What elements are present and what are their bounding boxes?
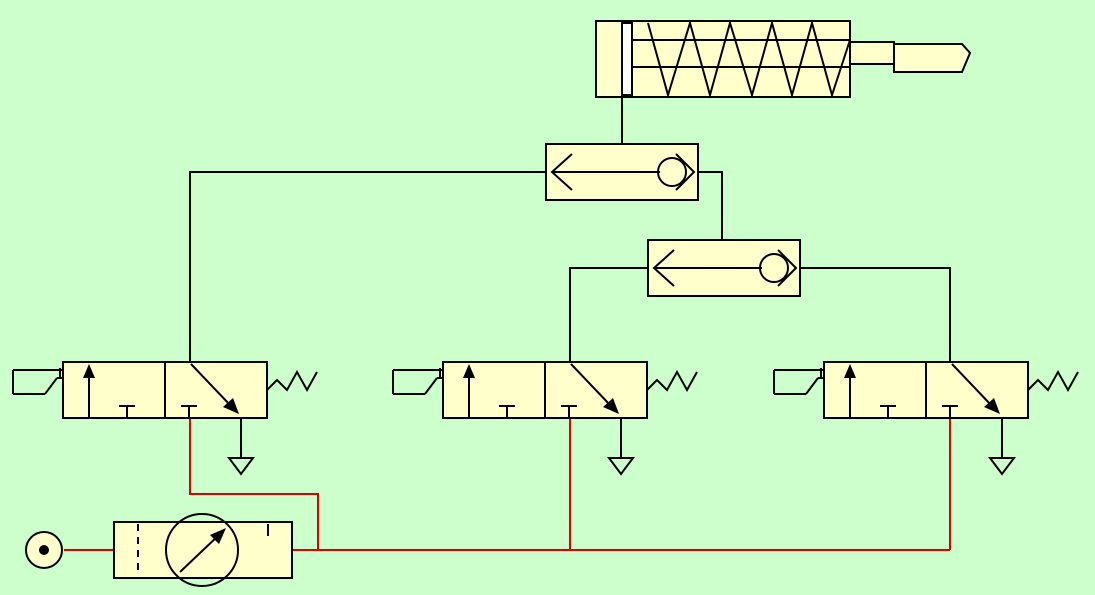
pressure-source-icon (25, 531, 63, 569)
single-acting-spring-return-cylinder-icon (595, 19, 972, 99)
supply-lines (64, 418, 951, 551)
3-2-push-button-valve-icon (773, 361, 1079, 475)
shuttle-valve-icon (647, 239, 801, 297)
filter-regulator-gauge-icon (113, 513, 293, 587)
shuttle-valve-icon (545, 143, 699, 201)
3-2-push-button-valve-icon (12, 361, 318, 475)
3-2-push-button-valve-icon (392, 361, 698, 475)
pilot-lines (189, 97, 951, 362)
